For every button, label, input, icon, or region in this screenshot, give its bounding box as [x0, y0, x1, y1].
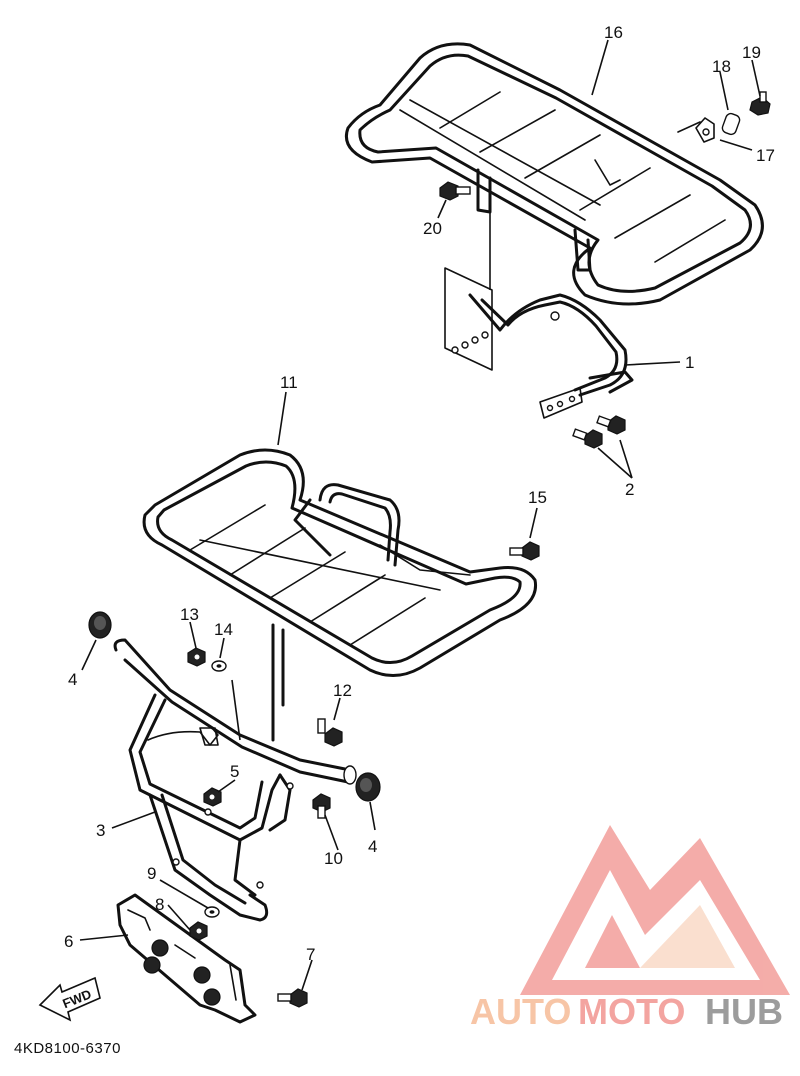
watermark-text-moto: MOTO: [578, 991, 685, 1032]
callout-14: 14: [214, 620, 233, 639]
clamp-17: [677, 117, 715, 143]
callout-15: 15: [528, 488, 547, 507]
bolts-2: [572, 415, 626, 449]
callout-9: 9: [147, 864, 156, 883]
callout-1: 1: [685, 353, 694, 372]
bolt-7: [277, 988, 308, 1008]
grip-4-right: [355, 772, 381, 802]
callout-12: 12: [333, 681, 352, 700]
front-bracket: [113, 638, 357, 922]
callout-20: 20: [423, 219, 442, 238]
bolt-8: [189, 921, 208, 941]
bolt-20: [439, 181, 471, 201]
bolt-19: [749, 91, 771, 116]
callout-13: 13: [180, 605, 199, 624]
watermark-text-hub: HUB: [705, 991, 783, 1032]
bolt-12: [317, 718, 343, 747]
leader-lines: [79, 39, 761, 991]
callout-18: 18: [712, 57, 731, 76]
callout-6: 6: [64, 932, 73, 951]
washer-14: [211, 660, 227, 672]
callout-11: 11: [280, 373, 298, 392]
callout-4-right: 4: [368, 837, 377, 856]
callout-2: 2: [625, 480, 634, 499]
skid-guard: [116, 893, 257, 1024]
callout-numbers: 16 18 19 17 20 1 2 11 15 13 14 12 5 4 4 …: [64, 23, 775, 964]
callout-7: 7: [306, 945, 315, 964]
washer-9: [204, 906, 220, 918]
callout-3: 3: [96, 821, 105, 840]
rear-carrier: [345, 42, 764, 306]
diagram-code: 4KD8100-6370: [14, 1040, 121, 1057]
nut-5: [203, 787, 222, 807]
callout-19: 19: [742, 43, 761, 62]
callout-8: 8: [155, 895, 164, 914]
fwd-arrow-icon: FWD: [38, 976, 101, 1022]
collar-18: [721, 112, 741, 136]
rear-bracket: [444, 205, 634, 419]
nut-13: [187, 647, 206, 667]
bolt-15: [509, 541, 540, 561]
callout-10: 10: [324, 849, 343, 868]
front-carrier: [142, 448, 538, 742]
callout-4-left: 4: [68, 670, 77, 689]
watermark-logo: [520, 825, 790, 995]
callout-17: 17: [756, 146, 775, 165]
callout-16: 16: [604, 23, 623, 42]
grip-4-left: [88, 611, 112, 639]
watermark-text-auto: AUTO: [470, 991, 571, 1032]
bolt-10: [312, 793, 331, 819]
callout-5: 5: [230, 762, 239, 781]
